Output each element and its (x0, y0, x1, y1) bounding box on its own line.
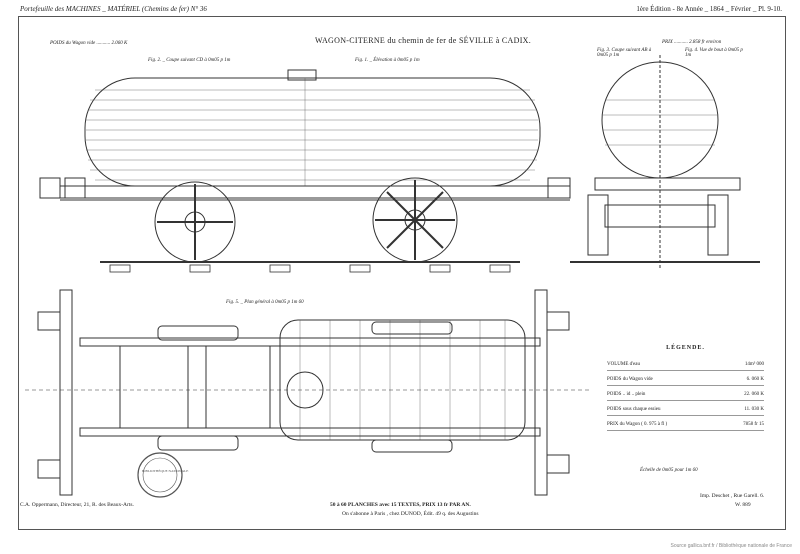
weight-empty-note: POIDS du Wagon vide ........... 2.060 K (50, 41, 128, 46)
fig1-label: Fig. 1. _ Élévation à 0m05 p 1m (355, 58, 420, 63)
footer-subscription: 50 à 60 PLANCHES avec 15 TEXTES, PRIX 13… (330, 502, 471, 508)
drawing-frame (18, 16, 786, 530)
footer-subscription-address: On s'abonne à Paris , chez DUNOD, Édit. … (342, 511, 479, 517)
legend-title: LÉGENDE. (666, 345, 705, 351)
drawing-title: WAGON-CITERNE du chemin de fer de SÉVILL… (315, 36, 532, 45)
fig2-label: Fig. 2. _ Coupe suivant CD à 0m05 p 1m (148, 58, 231, 63)
manhole-dome (287, 69, 317, 81)
footer-plate-number: W. 889 (735, 502, 751, 508)
header-left: Portefeuille des MACHINES _ MATÉRIEL (Ch… (20, 5, 207, 13)
legend-row: PRIX du Wagon ( 0. 975 à fl )7858 fr 15 (607, 419, 764, 431)
footer-publisher: C.A. Oppermann, Directeur, 21, R. des Be… (20, 502, 134, 508)
footer-printer: Imp. Deschet , Rue Garell. 6. (700, 493, 765, 499)
header-right: 1ère Édition - 8e Année _ 1864 _ Février… (636, 5, 782, 13)
headstock-right (534, 289, 548, 496)
price-note: PRIX ........... 2.858 fr environ (662, 40, 722, 45)
source-credit: Source gallica.bnf.fr / Bibliothèque nat… (670, 543, 792, 549)
fig3-label: Fig. 3. Coupe suivant AB à 0m05 p 1m (597, 48, 652, 58)
headstock-left (59, 289, 73, 496)
fig4-label: Fig. 4. Vue de bout à 0m05 p 1m (685, 48, 743, 58)
scale-note: Échelle de 0m05 pour 1m 60 (640, 468, 698, 473)
stamp-text: BIBLIOTHÈQUE NATIONALE (142, 469, 189, 473)
fig5-label: Fig. 5. _ Plan général à 0m05 p 1m 60 (226, 300, 304, 305)
library-stamp (137, 452, 183, 498)
